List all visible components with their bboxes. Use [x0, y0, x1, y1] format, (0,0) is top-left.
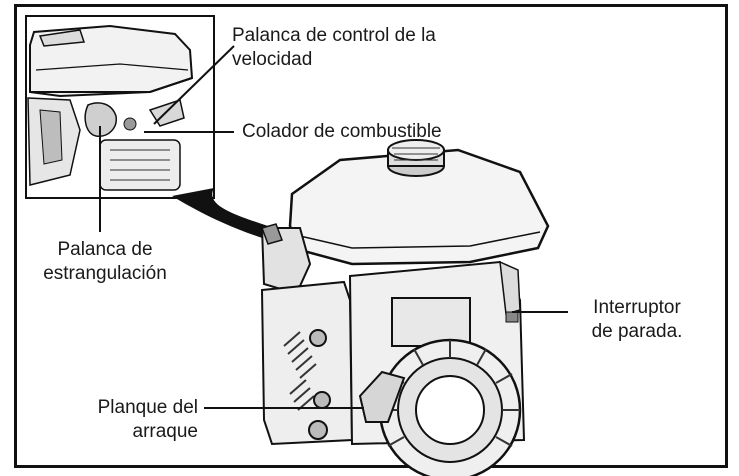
- callout-wedge: [172, 188, 268, 238]
- label-speed-lever-line1: Palanca de control de la: [232, 25, 436, 46]
- label-choke: Palanca de estrangulación: [30, 238, 180, 286]
- inset-detail: [25, 15, 215, 199]
- leader-speed-lever: [153, 45, 235, 125]
- label-stop-switch: Interruptor de parada.: [572, 296, 702, 344]
- label-choke-line2: estrangulación: [43, 263, 167, 284]
- leader-lines: [99, 45, 568, 409]
- engine-body: [260, 139, 550, 476]
- label-fuel-strainer: Colador de combustible: [242, 121, 442, 142]
- label-choke-line1: Palanca de: [57, 239, 153, 260]
- label-speed-lever: Palanca de control de la velocidad: [232, 24, 436, 72]
- label-stop-switch-line1: Interruptor: [593, 297, 681, 318]
- label-speed-lever-line2: velocidad: [232, 49, 313, 70]
- label-starter: Planque del arraque: [60, 396, 198, 444]
- label-starter-line1: Planque del: [97, 397, 198, 418]
- label-starter-line2: arraque: [132, 421, 199, 442]
- label-stop-switch-line2: de parada.: [591, 321, 683, 342]
